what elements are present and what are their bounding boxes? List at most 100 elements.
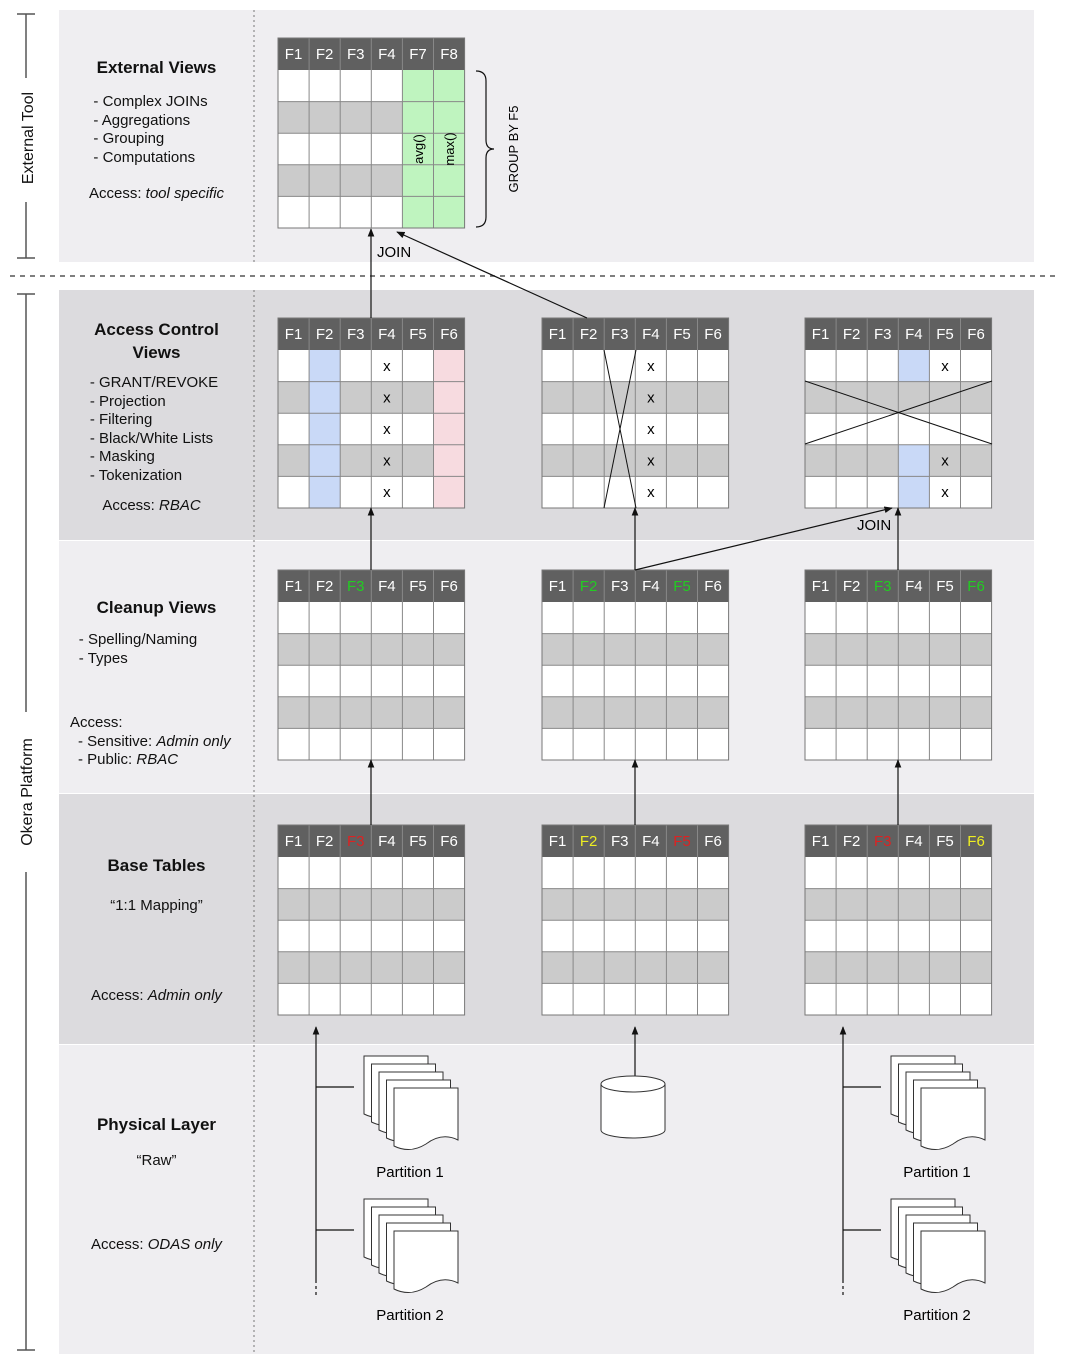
base-label-block: Base Tables “1:1 Mapping” Access: Admin …: [59, 854, 254, 1005]
external-band: [59, 10, 1034, 262]
list-item: - Tokenization: [89, 466, 183, 484]
mask-mark: x: [383, 389, 391, 406]
flow-arrow: [634, 506, 893, 571]
column-header: F5: [936, 578, 954, 595]
column-header: F5: [673, 578, 691, 595]
column-header: F1: [285, 326, 303, 343]
join-label: JOIN: [857, 517, 891, 534]
column-header: F2: [843, 326, 861, 343]
highlight-cell: [898, 476, 930, 508]
column-header: F1: [549, 833, 567, 850]
mask-mark: x: [647, 453, 655, 470]
column-header: F5: [673, 326, 691, 343]
column-header: F2: [316, 326, 334, 343]
mask-mark: x: [647, 389, 655, 406]
highlight-cell: [898, 350, 930, 382]
mask-mark: x: [941, 453, 949, 470]
database-body: [600, 1084, 666, 1139]
column-header: F3: [874, 578, 892, 595]
partition-label: Partition 2: [903, 1307, 971, 1324]
column-header: F4: [642, 578, 660, 595]
highlight-cell: [898, 444, 930, 477]
column-header: F3: [347, 326, 365, 343]
partition-1-files-right: [890, 1055, 986, 1150]
layer-title: Cleanup Views: [96, 598, 217, 617]
external-items: - Complex JOINs - Aggregations - Groupin…: [93, 93, 207, 167]
mask-mark: x: [941, 484, 949, 501]
cross-line: [804, 380, 993, 445]
column-header: F6: [704, 578, 722, 595]
list-item: - Spelling/Naming: [78, 631, 198, 648]
column-header: F3: [874, 833, 892, 850]
partition-label: Partition 1: [903, 1164, 971, 1181]
column-header: F5: [409, 578, 427, 595]
layer-title: External Views: [96, 58, 217, 77]
list-item: - Masking: [89, 448, 155, 465]
avg-function-label: avg(): [411, 134, 426, 164]
column-header: F4: [642, 833, 660, 850]
access-control-access: Access: RBAC: [102, 497, 201, 514]
file-icon: [920, 1087, 986, 1150]
partition-label: Partition 2: [376, 1307, 444, 1324]
cleanup-access: Access: - Sensitive: Admin only - Public…: [70, 714, 231, 768]
join-label: JOIN: [377, 244, 411, 261]
column-header: F5: [409, 833, 427, 850]
highlight-column: [309, 350, 341, 508]
physical-access: Access: ODAS only: [91, 1236, 222, 1253]
partition-1-files-left: [363, 1055, 459, 1150]
column-header: F1: [285, 46, 303, 63]
column-header: F2: [843, 833, 861, 850]
column-header: F4: [642, 326, 660, 343]
layer-title: Physical Layer: [96, 1115, 217, 1134]
column-header: F1: [549, 326, 567, 343]
file-icon: [393, 1087, 459, 1150]
partition-2-files-left: [363, 1198, 459, 1293]
column-header: F4: [378, 46, 396, 63]
column-header: F6: [440, 578, 458, 595]
list-item: - Computations: [93, 148, 196, 166]
physical-band: [59, 1045, 1034, 1354]
side-ruler: [17, 13, 35, 1351]
base-subtitle: “1:1 Mapping”: [110, 897, 203, 914]
column-header: F2: [316, 46, 334, 63]
list-item: - Projection: [89, 392, 166, 410]
column-header: F5: [936, 326, 954, 343]
column-header: F6: [440, 326, 458, 343]
column-header: F6: [440, 833, 458, 850]
column-header: F6: [704, 833, 722, 850]
physical-label-block: Physical Layer “Raw” Access: ODAS only: [59, 1113, 254, 1254]
cross-line: [603, 349, 637, 509]
column-header: F5: [409, 326, 427, 343]
column-header: F6: [704, 326, 722, 343]
column-header: F5: [673, 833, 691, 850]
column-header: F6: [967, 578, 985, 595]
list-item: - Black/White Lists: [89, 429, 214, 447]
partition-2-files-right: [890, 1198, 986, 1293]
column-header: F3: [611, 833, 629, 850]
mask-mark: x: [383, 358, 391, 375]
database-icon: [600, 1075, 666, 1139]
column-header: F1: [285, 833, 303, 850]
database-top: [600, 1075, 666, 1093]
column-header: F2: [316, 578, 334, 595]
column-header: F3: [347, 46, 365, 63]
column-header: F4: [905, 326, 923, 343]
column-header: F5: [936, 833, 954, 850]
mask-mark: x: [647, 358, 655, 375]
external-access: Access: tool specific: [88, 185, 225, 202]
mask-mark: x: [383, 421, 391, 438]
table-border: [277, 37, 466, 229]
column-header: F1: [812, 578, 830, 595]
group-brace: [475, 70, 495, 228]
file-icon: [920, 1230, 986, 1293]
column-header: F4: [378, 833, 396, 850]
list-item: - Aggregations: [93, 111, 191, 129]
